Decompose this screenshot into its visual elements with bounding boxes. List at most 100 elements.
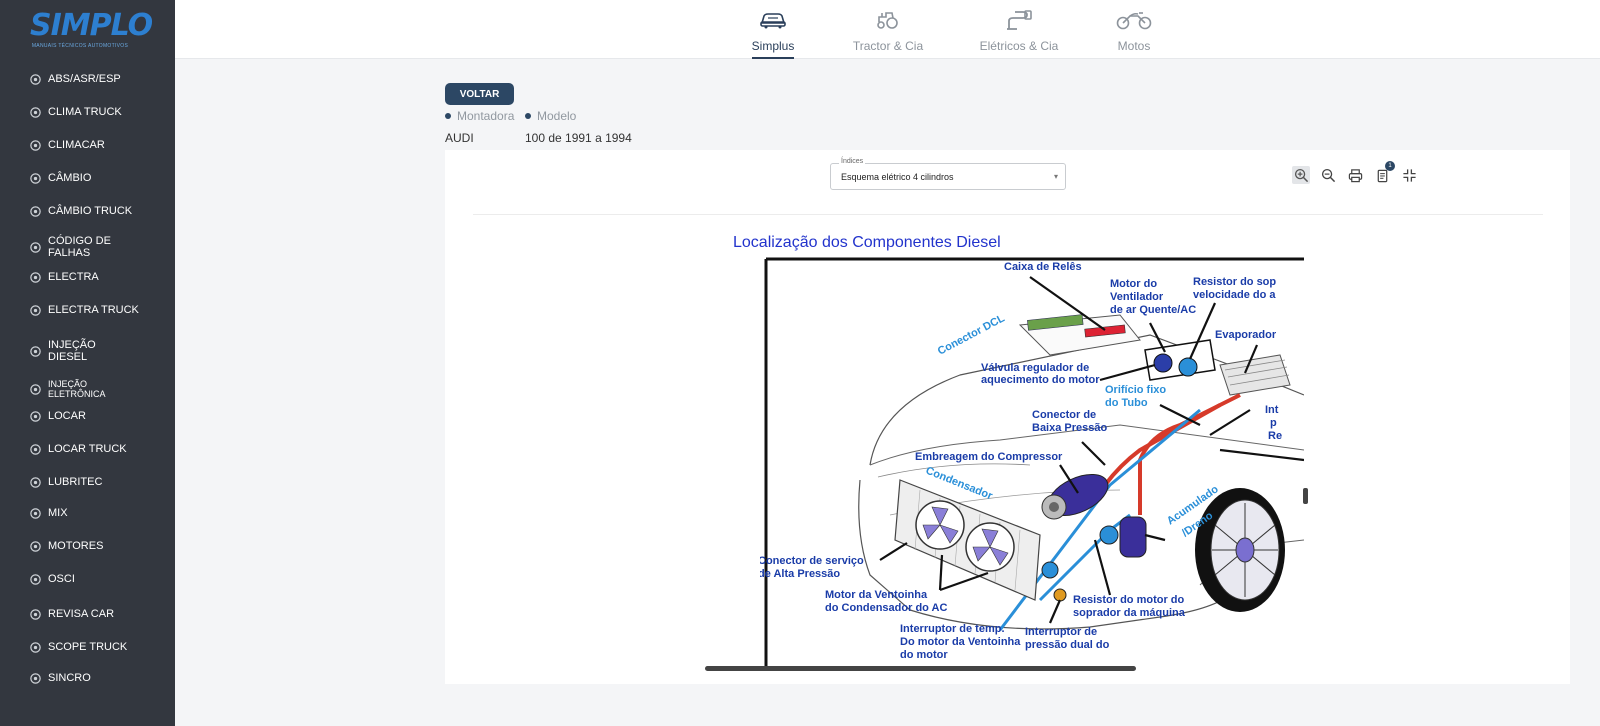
svg-text:Conector de: Conector de [1032,409,1096,421]
sidebar-item-c-digo-de-falhas[interactable]: CÓDIGO DE FALHAS [0,232,175,262]
sidebar-item-label: CLIMACAR [48,139,105,151]
sidebar-item-label: OSCI [48,573,75,585]
sidebar-item-abs-asr-esp[interactable]: ABS/ASR/ESP [0,64,175,94]
tab-label: Elétricos & Cia [979,39,1059,53]
svg-text:Evaporador: Evaporador [1215,329,1277,341]
sidebar-item-locar[interactable]: LOCAR [0,401,175,431]
truck-icon [28,105,42,119]
svg-text:soprador da máquina: soprador da máquina [1073,607,1186,619]
svg-text:pressão dual do: pressão dual do [1025,639,1110,651]
tab-simplus[interactable]: Simplus [752,0,794,59]
motorcycle-icon [1116,9,1152,31]
svg-text:aquecimento do motor: aquecimento do motor [981,374,1100,386]
sidebar-item-label: INJEÇÃO DIESEL [48,339,96,363]
diagram-title: Localização dos Componentes Diesel [733,234,1001,251]
top-tab-bar: Simplus Tractor & Cia Elétricos & Cia Mo… [175,0,1600,59]
diesel-pump-icon [28,344,42,358]
sidebar-item-scope-truck[interactable]: SCOPE TRUCK [0,632,175,662]
document-viewer-panel: Índices Esquema elétrico 4 cilindros ▾ 1 [445,150,1570,684]
zoom-in-button[interactable] [1292,166,1310,184]
tractor-icon [876,9,900,31]
sidebar: SIMPLO MANUAIS TÉCNICOS AUTOMOTIVOS ABS/… [0,0,175,726]
bullet-dot [525,113,531,119]
svg-text:Interruptor de: Interruptor de [1025,626,1097,638]
svg-text:do Condensador do AC: do Condensador do AC [825,602,947,614]
sidebar-item-clima-truck[interactable]: CLIMA TRUCK [0,97,175,127]
collapse-button[interactable] [1400,166,1418,184]
svg-text:Orifício fixo: Orifício fixo [1105,384,1166,396]
diagram-image[interactable]: Caixa de Relês Motor do Ventilador de ar… [760,255,1304,671]
breadcrumb-manufacturer[interactable]: Montadora [445,109,514,123]
label-caixa-reles: Caixa de Relês [1004,261,1082,273]
pages-button[interactable]: 1 [1373,161,1395,184]
svg-text:do motor: do motor [900,649,948,661]
sidebar-item-mix[interactable]: MIX [0,498,175,528]
index-select-value: Esquema elétrico 4 cilindros [841,172,954,182]
sidebar-item-motores[interactable]: MOTORES [0,531,175,561]
sidebar-item-label: CÂMBIO TRUCK [48,205,133,217]
collapse-icon [1402,168,1416,182]
print-icon [1348,168,1362,182]
sidebar-item-label: CÓDIGO DE FALHAS [48,235,111,259]
svg-text:Re: Re [1268,430,1282,442]
sidebar-item-label: LOCAR [48,410,86,422]
active-tab-indicator [752,57,794,59]
sidebar-item-label: ELECTRA [48,271,99,283]
sidebar-item-sincro[interactable]: SINCRO [0,663,175,693]
sidebar-item-osci[interactable]: OSCI [0,564,175,594]
truck-plug-icon [28,303,42,317]
zoom-out-button[interactable] [1319,166,1337,184]
back-button[interactable]: VOLTAR [445,83,514,105]
tab-motos[interactable]: Motos [1115,0,1153,59]
sidebar-item-lubritec[interactable]: LUBRITEC [0,467,175,497]
svg-text:Int: Int [1265,404,1279,416]
sidebar-item-c-mbio-truck[interactable]: CÂMBIO TRUCK [0,196,175,226]
no-entry-icon [28,240,42,254]
sidebar-item-inje-o-eletr-nica[interactable]: INJEÇÃO ELETRÔNICA [0,374,175,404]
svg-text:Conector DCL: Conector DCL [936,312,1007,357]
sidebar-item-c-mbio[interactable]: CÂMBIO [0,163,175,193]
sidebar-item-label: REVISA CAR [48,608,115,620]
engine-icon [28,539,42,553]
sidebar-item-label: MIX [48,507,68,519]
tab-tractor[interactable]: Tractor & Cia [852,0,924,59]
svg-text:Embreagem do Compressor: Embreagem do Compressor [915,451,1063,463]
sidebar-item-label: CÂMBIO [48,172,92,184]
logo-tagline: MANUAIS TÉCNICOS AUTOMOTIVOS [31,43,129,49]
car-plug-icon [28,270,42,284]
svg-text:Baixa Pressão: Baixa Pressão [1032,422,1107,434]
sidebar-item-label: ELECTRA TRUCK [48,304,139,316]
svg-text:do Tubo: do Tubo [1105,397,1148,409]
sidebar-item-locar-truck[interactable]: LOCAR TRUCK [0,434,175,464]
breadcrumb-model[interactable]: Modelo [525,109,576,123]
bullet-dot [445,113,451,119]
sidebar-item-label: SCOPE TRUCK [48,641,128,653]
sidebar-item-label: INJEÇÃO ELETRÔNICA [48,379,106,399]
sidebar-item-label: CLIMA TRUCK [48,106,122,118]
tab-eletricos[interactable]: Elétricos & Cia [979,0,1059,59]
truck-wrench-icon [28,442,42,456]
pages-count-badge: 1 [1385,161,1395,171]
vertical-scrollbar[interactable] [1303,488,1308,504]
sidebar-item-label: LUBRITEC [48,476,103,488]
svg-text:de ar Quente/AC: de ar Quente/AC [1110,304,1196,316]
sidebar-item-climacar[interactable]: CLIMACAR [0,130,175,160]
scope-icon [28,640,42,654]
sidebar-item-label: ABS/ASR/ESP [48,73,121,85]
truck-gear-icon [28,204,42,218]
model-value: 100 de 1991 a 1994 [525,131,632,145]
svg-text:Motor da Ventoinha: Motor da Ventoinha [825,589,928,601]
svg-text:Resistor do sop: Resistor do sop [1193,276,1276,288]
sidebar-item-label: MOTORES [48,540,104,552]
sidebar-item-electra[interactable]: ELECTRA [0,262,175,292]
breadcrumb-manufacturer-label: Montadora [457,109,515,123]
sidebar-item-inje-o-diesel[interactable]: INJEÇÃO DIESEL [0,336,175,366]
index-select[interactable]: Índices Esquema elétrico 4 cilindros ▾ [830,158,1066,190]
print-button[interactable] [1346,166,1364,184]
simplo-logo[interactable]: SIMPLO MANUAIS TÉCNICOS AUTOMOTIVOS [30,10,153,50]
sidebar-item-revisa-car[interactable]: REVISA CAR [0,599,175,629]
sidebar-item-electra-truck[interactable]: ELECTRA TRUCK [0,295,175,325]
sidebar-item-label: LOCAR TRUCK [48,443,127,455]
tab-label: Motos [1117,39,1151,53]
horizontal-scrollbar[interactable] [705,666,1136,671]
